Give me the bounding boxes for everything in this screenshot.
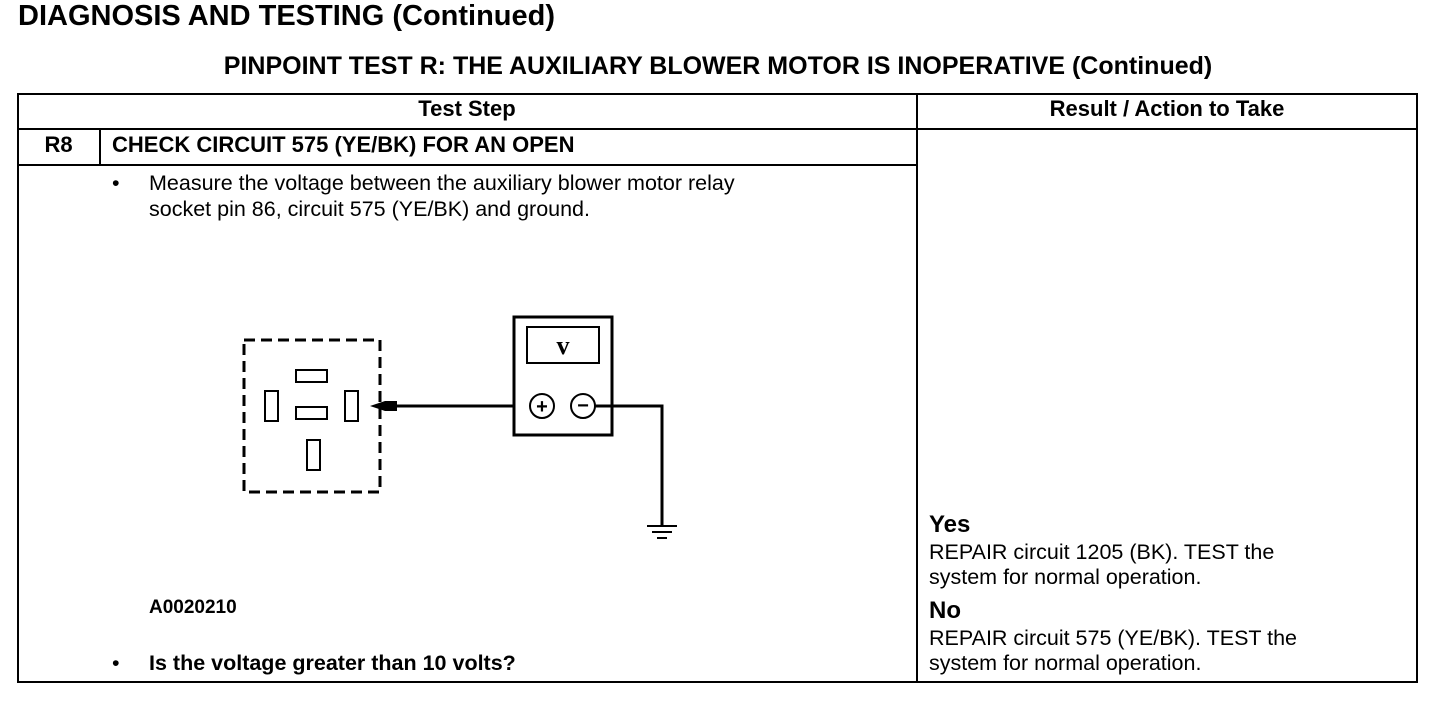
socket-pin-bottom	[306, 439, 321, 471]
result-no-line-1: REPAIR circuit 575 (YE/BK). TEST the	[929, 626, 1298, 650]
voltmeter-display	[526, 326, 600, 364]
svg-text:+: +	[536, 396, 548, 418]
ground-symbol-icon	[647, 525, 677, 539]
figure-id: A0020210	[149, 597, 237, 618]
relay-socket-outline	[242, 338, 382, 494]
page-heading: DIAGNOSIS AND TESTING (Continued)	[18, 0, 556, 32]
pinpoint-test-table: Test Step Result / Action to Take R8 CHE…	[17, 93, 1418, 683]
test-probe	[370, 401, 397, 411]
voltmeter-diagram: v + −	[242, 315, 677, 539]
plus-terminal	[529, 393, 555, 419]
column-header-test-step: Test Step	[418, 96, 516, 121]
socket-pin-center	[295, 406, 328, 420]
table-grid	[17, 93, 1418, 683]
step-title: CHECK CIRCUIT 575 (YE/BK) FOR AN OPEN	[112, 132, 575, 157]
result-yes-line-1: REPAIR circuit 1205 (BK). TEST the	[929, 540, 1275, 564]
socket-pin-86	[344, 390, 359, 422]
svg-text:−: −	[577, 395, 589, 417]
result-yes-line-2: system for normal operation.	[929, 565, 1202, 589]
step-question: Is the voltage greater than 10 volts?	[149, 651, 516, 675]
result-no-line-2: system for normal operation.	[929, 651, 1202, 675]
ground-wire	[595, 404, 664, 526]
result-no-label: No	[929, 597, 961, 624]
bullet: •	[112, 171, 120, 195]
instruction-line-2: socket pin 86, circuit 575 (YE/BK) and g…	[149, 197, 590, 221]
socket-pin-top	[295, 369, 328, 383]
question-bullet: •	[112, 651, 120, 675]
voltmeter-label: v	[557, 331, 570, 360]
instruction-line-1: Measure the voltage between the auxiliar…	[149, 171, 735, 195]
socket-pin-left	[264, 390, 279, 422]
step-id: R8	[44, 132, 73, 157]
column-header-result: Result / Action to Take	[1049, 96, 1285, 121]
pinpoint-test-title: PINPOINT TEST R: THE AUXILIARY BLOWER MO…	[223, 52, 1213, 80]
result-yes-label: Yes	[929, 511, 971, 538]
